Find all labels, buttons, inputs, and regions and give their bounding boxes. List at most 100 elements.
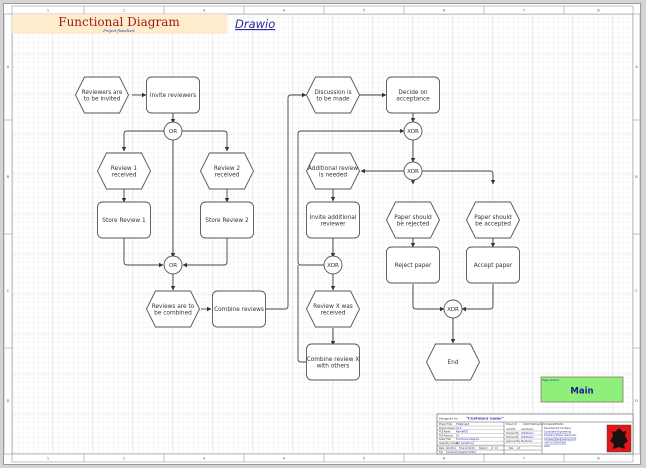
- node-xor1[interactable]: XOR: [403, 121, 423, 141]
- node-label: be accepted: [475, 221, 511, 227]
- title-block-label: Checked By: [506, 432, 520, 435]
- node-label: OR: [169, 129, 177, 135]
- ruler-row-label: C: [635, 289, 638, 293]
- node-label: acceptance: [396, 96, 430, 102]
- node-accept-paper[interactable]: Accept paper: [466, 246, 520, 284]
- hexagon-event-shape: [199, 152, 255, 190]
- title-block-label: Project Title: [439, 423, 453, 426]
- ruler-column-label: 6: [443, 457, 446, 461]
- ruler-column-label: 2: [123, 9, 125, 13]
- title-block-label: Assembly Variant: [439, 442, 458, 445]
- ruler-column-label: 1: [47, 9, 49, 13]
- ruler-column-label: 5: [363, 457, 365, 461]
- file-label: File: [439, 451, 443, 454]
- edge: [182, 238, 228, 268]
- drawio-logo[interactable]: Drawio: [235, 17, 275, 31]
- size-label: Size: [509, 447, 514, 450]
- rounded-function-shape: [212, 290, 266, 328]
- node-label: Invite reviewers: [150, 93, 196, 99]
- node-label: be rejected: [397, 221, 430, 227]
- title-block-label: Sheet Title: [439, 438, 451, 441]
- node-reject-paper[interactable]: Reject paper: [386, 246, 440, 284]
- node-invite-reviewers[interactable]: Invite reviewers: [146, 76, 200, 114]
- title-block-label: Checked By: [506, 436, 520, 439]
- node-xor4[interactable]: XOR: [443, 299, 463, 319]
- node-label: XOR: [407, 129, 419, 135]
- title-block-label: Approved By: [506, 440, 521, 443]
- bottom-ruler: [11, 453, 634, 463]
- node-combine-reviews[interactable]: Combine reviews: [212, 290, 266, 328]
- connector-circle: [163, 255, 183, 275]
- title-block-value: ACB Person: [521, 432, 534, 435]
- ruler-column-label: 4: [283, 457, 286, 461]
- ruler-column-label: 7: [523, 9, 525, 13]
- ruler-column-label: 7: [523, 457, 525, 461]
- edge: [297, 128, 405, 266]
- edge: [121, 130, 164, 152]
- title-block-value: Functional Diagram: [456, 438, 480, 441]
- connectors: [121, 92, 496, 363]
- node-end[interactable]: End: [425, 343, 481, 381]
- rounded-function-shape: [386, 76, 440, 114]
- title-banner: [12, 14, 227, 34]
- customer-name: "Customer name": [466, 416, 504, 421]
- connector-circle: [163, 121, 183, 141]
- hexagon-event-shape: [96, 152, 152, 190]
- diagram-subtitle: Project flowchart: [102, 29, 135, 33]
- time-label: Time: [459, 447, 465, 450]
- node-xor2[interactable]: XOR: [403, 161, 423, 181]
- node-label: be combined: [154, 310, 192, 316]
- edge: [422, 170, 496, 185]
- time-value: 12:00:00: [465, 447, 475, 450]
- title-block-label: Project Version: [439, 427, 456, 430]
- ruler-row-label: D: [635, 399, 638, 403]
- ruler-column-label: 1: [47, 457, 49, 461]
- edge: [123, 238, 164, 268]
- node-label: XOR: [447, 307, 459, 313]
- company-info-line[interactable]: company@engineering.com: [544, 438, 577, 441]
- top-ruler: [11, 5, 634, 15]
- node-or1[interactable]: OR: [163, 121, 183, 141]
- node-label: Additional review: [308, 166, 358, 172]
- ruler-column-label: 3: [203, 457, 205, 461]
- node-store-review1[interactable]: Store Review 1: [97, 201, 151, 239]
- sheet-label: Sheet: [479, 447, 485, 450]
- file-value: Functional_Diagram.SchDoc: [446, 451, 477, 454]
- node-or2[interactable]: OR: [163, 255, 183, 275]
- ruler-column-label: 8: [597, 457, 600, 461]
- title-block-label: PCB Revision: [439, 434, 454, 437]
- node-label: Reviews are to: [152, 304, 195, 310]
- rounded-function-shape: [200, 201, 254, 239]
- node-xor3[interactable]: XOR: [323, 255, 343, 275]
- main-page-box[interactable]: Page Section Main: [540, 376, 624, 403]
- rounded-function-shape: [146, 76, 200, 114]
- node-label: Accept paper: [474, 263, 513, 269]
- edge: [266, 92, 307, 310]
- title-block-value: V1.0: [456, 427, 462, 430]
- hexagon-event-shape: [74, 76, 130, 114]
- rounded-function-shape: [386, 246, 440, 284]
- title-block-value: 01: [456, 434, 460, 437]
- edge: [182, 130, 230, 152]
- sheet-value: 4: [486, 447, 488, 450]
- edge: [297, 265, 306, 363]
- node-store-review2[interactable]: Store Review 2: [200, 201, 254, 239]
- title-block-value: Last Person: [521, 428, 534, 431]
- title-block-label: PCB Name: [439, 431, 451, 434]
- ruler-column-label: 4: [283, 9, 286, 13]
- rounded-function-shape: [306, 201, 360, 239]
- edge: [461, 284, 494, 312]
